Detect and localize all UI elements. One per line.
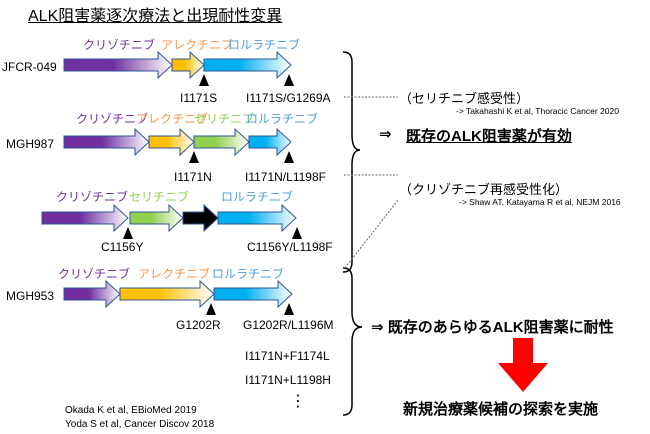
arrow-lorlatinib (217, 203, 297, 233)
arrow-ceritinib (193, 127, 250, 157)
arrow-crizotinib (41, 203, 129, 233)
drug-label-ceritinib: セリチニブ (194, 112, 255, 126)
drug-label-lorlatinib: ロルラチニブ (221, 190, 294, 204)
mutation-marker-icon (199, 74, 209, 86)
mutation-label: I1171S/G1269A (246, 91, 331, 105)
mutation-marker-icon (206, 303, 216, 315)
arrow-lorlatinib (213, 279, 293, 309)
drug-label-lorlatinib: ロルラチニブ (246, 112, 319, 126)
mutation-label: G1202R/L1196M (243, 318, 334, 332)
conclusion-resistant: ⇒ 既存のあらゆるALK阻害薬に耐性 (371, 319, 614, 336)
brace-lower (342, 267, 363, 416)
conclusion-effective: 既存のALK阻害薬が有効 (406, 128, 572, 145)
arrow-lorlatinib (203, 50, 292, 80)
arrow-alectinib (148, 127, 195, 157)
mutation-label: G1202R (176, 318, 221, 332)
citation: Okada K et al, EBioMed 2019 (65, 405, 197, 416)
arrow-crizotinib (63, 279, 121, 309)
arrow-gap (182, 203, 219, 233)
diagram-title: ALK阻害薬逐次療法と出現耐性変異 (28, 8, 283, 25)
arrow-alectinib (171, 50, 205, 80)
arrow-ceritinib (129, 203, 184, 233)
drug-label-alectinib: アレクチニブ (138, 267, 211, 281)
drug-label-alectinib: アレクチニブ (136, 112, 209, 126)
mutation-marker-icon (189, 151, 199, 163)
note-reference: -> Shaw AT, Katayama R et al, NEJM 2016 (459, 197, 621, 207)
mutation-marker-icon (292, 227, 302, 239)
mutation-marker-icon (284, 74, 294, 86)
brace-upper (342, 51, 361, 273)
implies-arrow: ⇒ (379, 126, 392, 143)
citation: Yoda S et al, Cancer Discov 2018 (65, 419, 215, 430)
arrow-crizotinib (63, 127, 150, 157)
mutation-label: I1171N+F1174L (245, 349, 330, 363)
drug-label-crizotinib: クリゾチニブ (56, 190, 129, 204)
red-down-arrow (498, 338, 548, 392)
leader-line-3 (344, 199, 399, 269)
mutation-marker-icon (123, 227, 133, 239)
case-label: JFCR-049 (2, 60, 57, 74)
mutation-label: C1156Y (101, 240, 144, 254)
arrow-crizotinib (63, 50, 173, 80)
mutation-marker-icon (284, 151, 294, 163)
arrow-alectinib (119, 279, 215, 309)
conclusion-next-step: 新規治療薬候補の探索を実施 (403, 401, 599, 418)
mutation-label: I1171N+L1198H (245, 373, 331, 387)
drug-label-lorlatinib: ロルラチニブ (228, 38, 301, 52)
drug-label-alectinib: アレクチニブ (161, 38, 234, 52)
drug-label-ceritinib: セリチニブ (129, 190, 190, 204)
mutation-label: I1171S (180, 91, 218, 105)
note-reference: -> Takahashi K et al, Thoracic Cancer 20… (456, 106, 619, 116)
drug-label-crizotinib: クリゾチニブ (76, 112, 149, 126)
drug-label-crizotinib: クリゾチニブ (83, 38, 156, 52)
drug-label-crizotinib: クリゾチニブ (58, 267, 131, 281)
mutation-label: I1171N (174, 170, 212, 184)
note-crizotinib-resensitized: （クリゾチニブ再感受性化） (399, 182, 569, 197)
ellipsis-more: ⋮ (290, 393, 306, 410)
mutation-marker-icon (284, 303, 294, 315)
case-label: MGH953 (6, 289, 55, 303)
case-label: MGH987 (6, 137, 55, 151)
mutation-label: I1171N/L1198F (245, 170, 326, 184)
arrow-lorlatinib (248, 127, 292, 157)
note-ceritinib-sensitive: （セリチニブ感受性） (399, 91, 530, 106)
drug-label-lorlatinib: ロルラチニブ (212, 267, 285, 281)
mutation-label: C1156Y/L1198F (247, 240, 333, 254)
